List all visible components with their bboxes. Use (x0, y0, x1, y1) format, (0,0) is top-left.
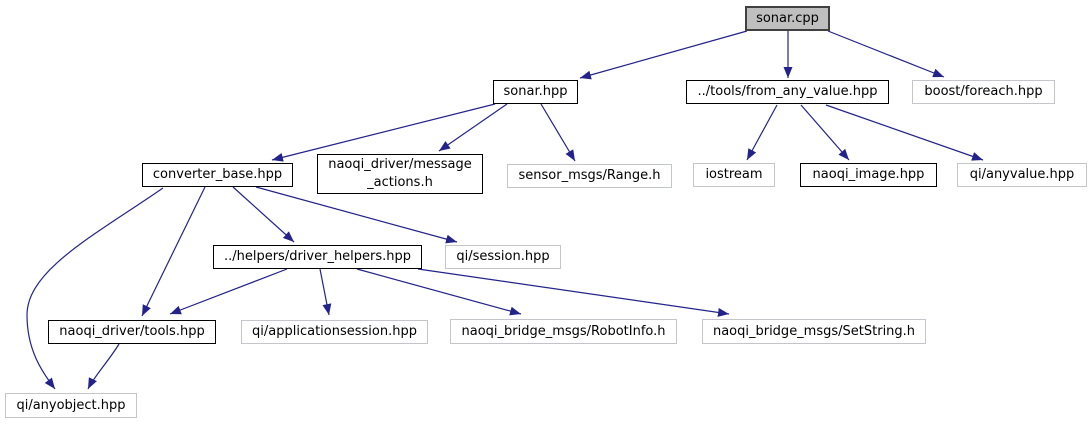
node-label: ../helpers/driver_helpers.hpp (223, 249, 412, 264)
node-label: naoqi_bridge_msgs/RobotInfo.h (461, 323, 666, 339)
edge-sonar_hpp-to-converter_base (271, 103, 496, 162)
graph-node-message_actions[interactable]: naoqi_driver/message _actions.h (317, 154, 483, 194)
node-label: sonar.cpp (756, 10, 819, 26)
graph-node-session: qi/session.hpp (445, 245, 561, 269)
edge-sonar_cpp-to-sonar_hpp (579, 30, 748, 80)
node-label: qi/applicationsession.hpp (252, 324, 417, 339)
node-label: qi/session.hpp (456, 249, 550, 264)
graph-node-iostream: iostream (693, 163, 775, 187)
graph-node-from_any_value[interactable]: ../tools/from_any_value.hpp (686, 80, 889, 104)
node-label: iostream (705, 167, 763, 182)
node-label: qi/anyvalue.hpp (969, 167, 1075, 182)
edge-driver_helpers-to-setstring (417, 268, 730, 317)
node-label: ../tools/from_any_value.hpp (697, 84, 878, 99)
edge-driver_helpers-to-robotinfo (356, 268, 522, 316)
edge-driver_helpers-to-tools (169, 268, 288, 315)
node-label: sonar.hpp (503, 84, 568, 99)
graph-node-anyvalue: qi/anyvalue.hpp (957, 163, 1087, 187)
node-label: qi/anyobject.hpp (16, 397, 126, 413)
edge-sonar_hpp-to-range (540, 103, 576, 162)
node-label: naoqi_driver/tools.hpp (59, 324, 205, 339)
node-label: naoqi_bridge_msgs/SetString.h (712, 323, 916, 339)
graph-node-tools[interactable]: naoqi_driver/tools.hpp (48, 320, 216, 344)
edge-driver_helpers-to-applicationsession (319, 268, 332, 316)
graph-node-naoqi_image[interactable]: naoqi_image.hpp (800, 163, 937, 187)
graph-node-boost_foreach: boost/foreach.hpp (912, 80, 1055, 104)
graph-node-robotinfo: naoqi_bridge_msgs/RobotInfo.h (450, 319, 677, 344)
edge-sonar_cpp-to-boost_foreach (827, 30, 945, 78)
graph-node-sonar_hpp[interactable]: sonar.hpp (493, 80, 578, 104)
graph-node-driver_helpers[interactable]: ../helpers/driver_helpers.hpp (213, 245, 422, 269)
edge-converter_base-to-driver_helpers (232, 186, 295, 243)
node-label: converter_base.hpp (152, 167, 283, 182)
node-label: boost/foreach.hpp (924, 84, 1043, 99)
graph-node-converter_base[interactable]: converter_base.hpp (142, 163, 293, 187)
node-label: naoqi_driver/message _actions.h (328, 157, 472, 190)
edge-from_any_value-to-anyvalue (825, 104, 984, 161)
edge-converter_base-to-anyobject (26, 187, 164, 390)
edge-from_any_value-to-naoqi_image (800, 104, 850, 161)
edge-from_any_value-to-iostream (746, 104, 778, 161)
edge-sonar_hpp-to-message_actions (438, 103, 508, 152)
edge-tools-to-anyobject (87, 343, 120, 390)
node-label: naoqi_image.hpp (812, 167, 925, 182)
graph-node-range: sensor_msgs/Range.h (507, 164, 672, 188)
graph-node-anyobject: qi/anyobject.hpp (5, 393, 137, 418)
edge-converter_base-to-tools (141, 186, 206, 317)
edge-converter_base-to-session (255, 186, 458, 244)
node-label: sensor_msgs/Range.h (518, 168, 661, 183)
graph-node-sonar_cpp: sonar.cpp (745, 6, 830, 31)
graph-node-applicationsession: qi/applicationsession.hpp (241, 320, 428, 344)
graph-node-setstring: naoqi_bridge_msgs/SetString.h (702, 319, 926, 344)
